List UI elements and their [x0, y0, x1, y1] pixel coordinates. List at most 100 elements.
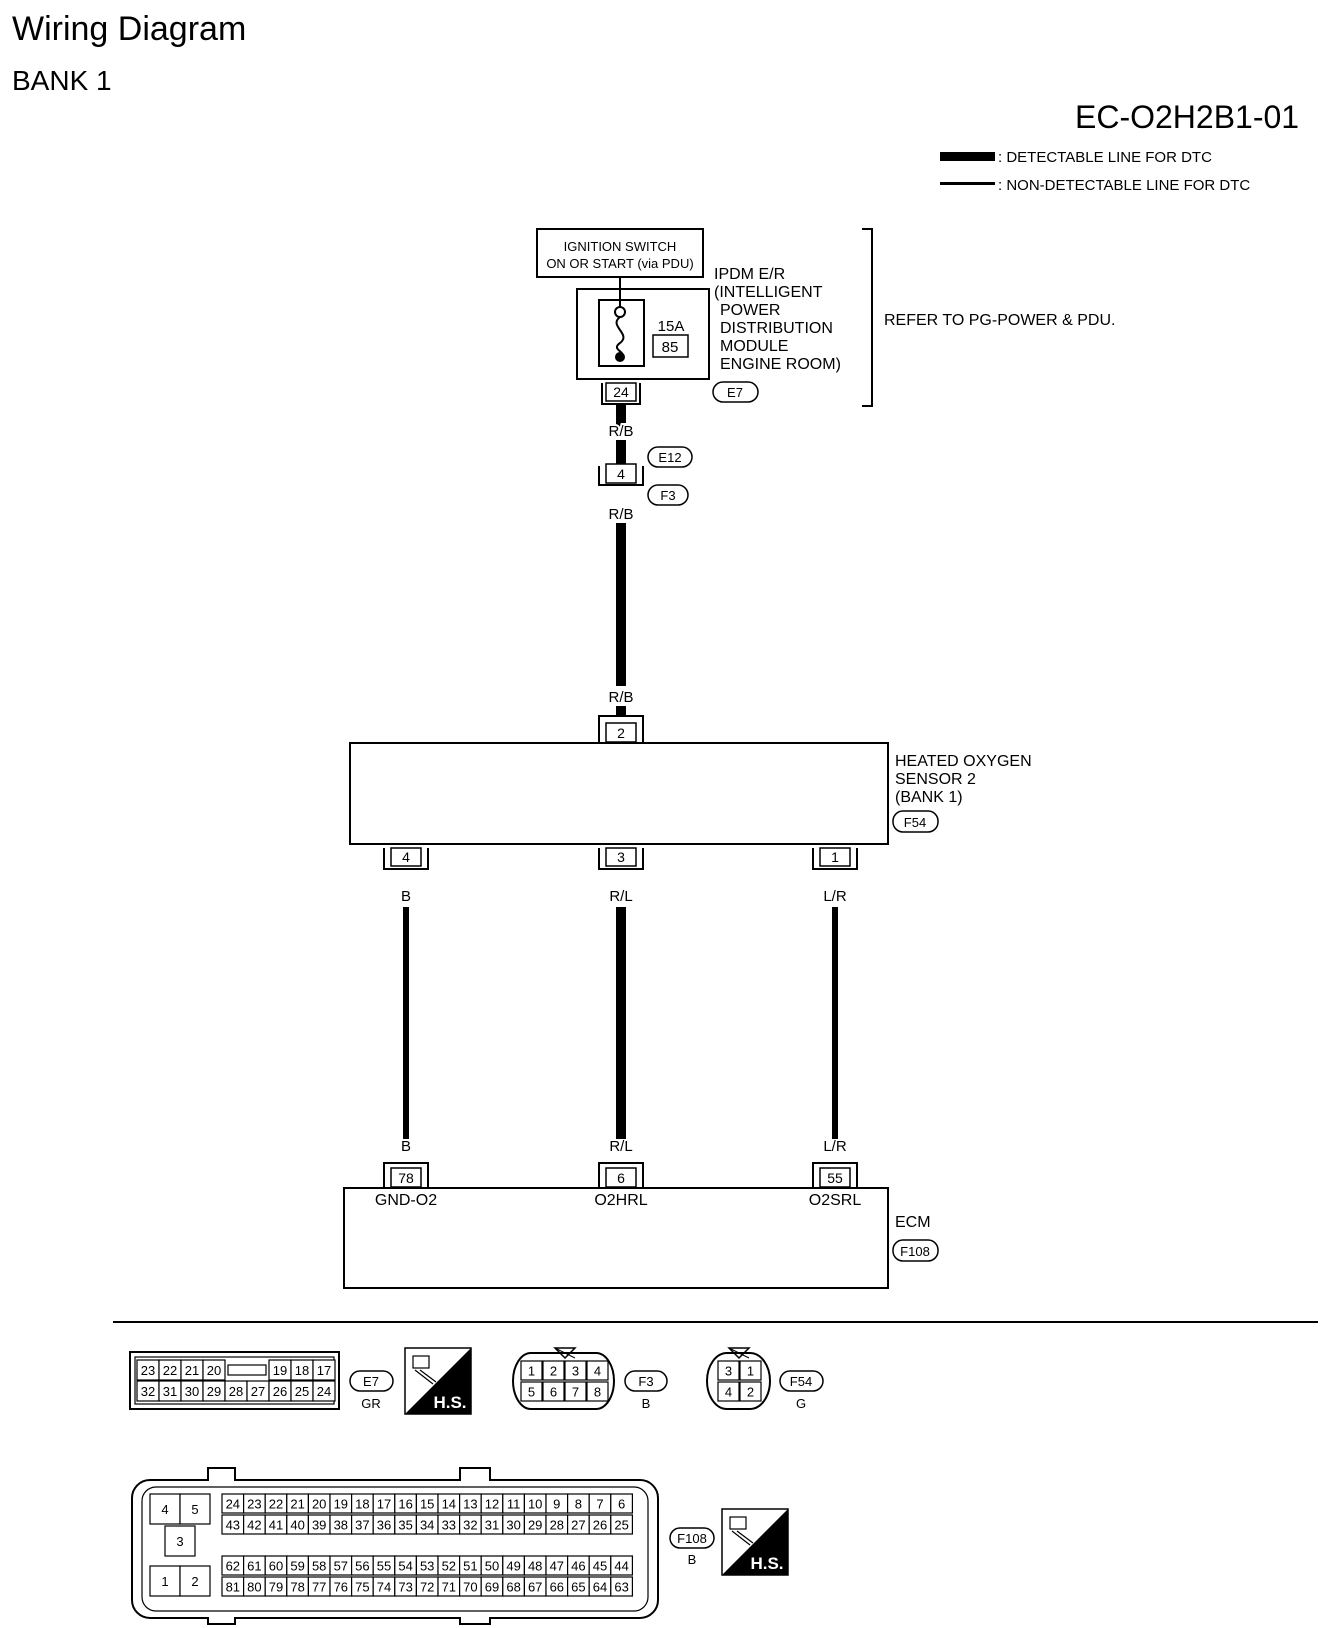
wire-color-lr-top: L/R — [823, 888, 847, 905]
cavity-number: 31 — [163, 1384, 177, 1399]
cavity-number: 22 — [163, 1363, 177, 1378]
cavity-number: 3 — [572, 1364, 579, 1379]
ecm-connector: F108 — [900, 1244, 930, 1259]
cavity-number: 30 — [185, 1384, 199, 1399]
legend: : DETECTABLE LINE FOR DTC : NON-DETECTAB… — [940, 149, 1250, 194]
ipdm-line5: MODULE — [720, 338, 788, 355]
cavity-number: 43 — [226, 1518, 240, 1533]
cavity-number: 17 — [317, 1363, 331, 1378]
cavity-number: 10 — [528, 1497, 542, 1512]
ecm-pin-55: 55 — [827, 1170, 843, 1186]
sensor-line2: SENSOR 2 — [895, 771, 976, 788]
f54-id: F54 — [790, 1374, 812, 1389]
cavity-number: 55 — [377, 1559, 391, 1574]
sensor-line1: HEATED OXYGEN — [895, 753, 1032, 770]
wire-color-rb-2: R/B — [608, 506, 633, 523]
cavity-number: 31 — [485, 1518, 499, 1533]
cavity-number: 68 — [506, 1580, 520, 1595]
cavity-number: 47 — [550, 1559, 564, 1574]
cavity-number: 2 — [747, 1385, 754, 1400]
cavity-number: 19 — [273, 1363, 287, 1378]
cavity-number: 1 — [528, 1364, 535, 1379]
page-title: Wiring Diagram — [12, 10, 246, 48]
connector-badge-f3-view — [624, 1370, 668, 1392]
cavity-number: 63 — [614, 1580, 628, 1595]
cavity — [586, 1360, 609, 1381]
cavity-number: 61 — [247, 1559, 261, 1574]
cavity-number: 66 — [550, 1580, 564, 1595]
cavity-number: 60 — [269, 1559, 283, 1574]
cavity — [739, 1381, 762, 1402]
cavity-number: 33 — [442, 1518, 456, 1533]
ignition-line2: ON OR START (via PDU) — [546, 256, 693, 271]
ecm-box — [343, 1187, 889, 1289]
ecm-pin-78: 78 — [398, 1170, 414, 1186]
ipdm-line1: IPDM E/R — [714, 266, 785, 283]
cavity-number: 67 — [528, 1580, 542, 1595]
cavity-number: 64 — [593, 1580, 607, 1595]
cavity-number: 3 — [725, 1364, 732, 1379]
cavity-number: 8 — [575, 1497, 582, 1512]
wire-lr — [832, 907, 838, 1139]
cavity-number: 28 — [229, 1384, 243, 1399]
cavity — [564, 1381, 587, 1402]
cavity-number: 58 — [312, 1559, 326, 1574]
fuse-terminal-top — [614, 306, 626, 318]
cavity-number: 27 — [251, 1384, 265, 1399]
cavity-number: 12 — [485, 1497, 499, 1512]
ipdm-connector: E7 — [727, 385, 743, 400]
cavity-number: 7 — [596, 1497, 603, 1512]
cavity-number: 76 — [334, 1580, 348, 1595]
cavity — [520, 1360, 543, 1381]
refer-note: REFER TO PG-POWER & PDU. — [884, 312, 1115, 329]
f108-color: B — [688, 1552, 697, 1567]
cavity-number: 18 — [355, 1497, 369, 1512]
connector-badge-e7 — [712, 381, 759, 403]
ignition-switch: IGNITION SWITCH ON OR START (via PDU) — [536, 228, 704, 278]
sensor-connector: F54 — [904, 815, 926, 830]
cavity-number: 5 — [191, 1502, 198, 1517]
hs-label-2: H.S. — [750, 1554, 783, 1573]
connector-badge-f108-view — [669, 1527, 715, 1549]
wire-rb-1b — [616, 440, 626, 464]
cavity-number: 77 — [312, 1580, 326, 1595]
cavity-number: 24 — [317, 1384, 331, 1399]
cavity-number: 46 — [571, 1559, 585, 1574]
cavity-number: 5 — [528, 1385, 535, 1400]
cavity-number: 3 — [176, 1534, 183, 1549]
cavity-number: 52 — [442, 1559, 456, 1574]
cavity — [164, 1525, 196, 1557]
cavity — [520, 1381, 543, 1402]
wire-rb-1 — [616, 405, 626, 434]
cavity-number: 6 — [618, 1497, 625, 1512]
cavity-number: 1 — [161, 1574, 168, 1589]
cavity-number: 75 — [355, 1580, 369, 1595]
cavity-number: 19 — [334, 1497, 348, 1512]
cavity-number: 65 — [571, 1580, 585, 1595]
cavity — [610, 1555, 633, 1576]
cavity-number: 9 — [553, 1497, 560, 1512]
e7-color: GR — [361, 1396, 381, 1411]
joint-pin: 4 — [617, 466, 625, 482]
cavity-number: 41 — [269, 1518, 283, 1533]
cavity-number: 15 — [420, 1497, 434, 1512]
ecm-terminal-gnd-o2: GND-O2 — [375, 1192, 437, 1209]
fuse-amp: 15A — [658, 318, 685, 335]
ipdm-line6: ENGINE ROOM) — [720, 356, 841, 373]
wire-b — [403, 907, 409, 1139]
cavity-number: 53 — [420, 1559, 434, 1574]
cavity-number: 25 — [295, 1384, 309, 1399]
hs-label-1: H.S. — [433, 1393, 466, 1412]
cavity — [739, 1360, 762, 1381]
sensor-box — [349, 742, 889, 845]
cavity — [717, 1381, 740, 1402]
connector-badge-f54 — [892, 810, 939, 833]
cavity-number: 29 — [207, 1384, 221, 1399]
cavity-number: 16 — [398, 1497, 412, 1512]
connector-key — [227, 1364, 267, 1376]
cavity — [542, 1360, 565, 1381]
cavity-number: 54 — [398, 1559, 412, 1574]
cavity-number: 78 — [290, 1580, 304, 1595]
wire-color-rl-bot: R/L — [609, 1138, 632, 1155]
